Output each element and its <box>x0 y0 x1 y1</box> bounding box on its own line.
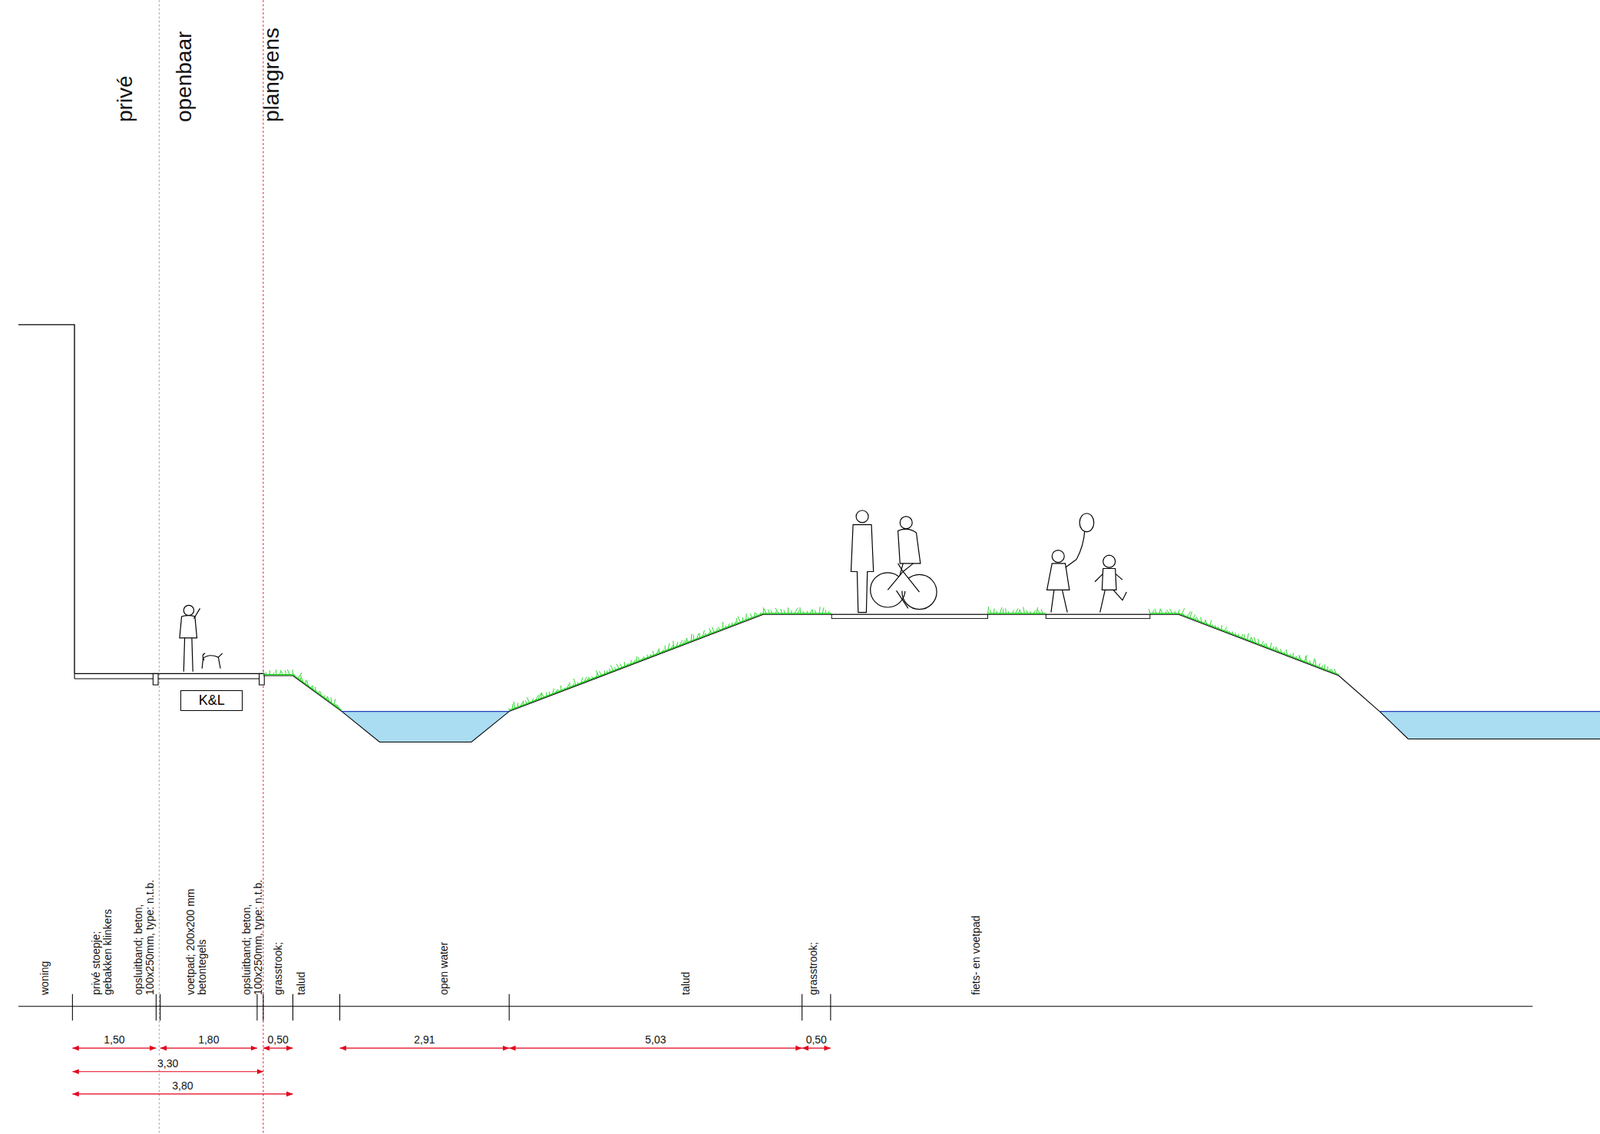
dike-profile <box>292 614 1379 711</box>
box-label: K&L <box>198 692 225 709</box>
dimension-baseline <box>18 1005 1533 1007</box>
dimension-line <box>340 1047 510 1049</box>
dimension-value: 0,50 <box>266 1033 291 1046</box>
water-surface <box>341 710 510 712</box>
profile-part-label: grasstrook; <box>807 841 820 996</box>
dimension-line <box>509 1047 802 1049</box>
dimension-tick <box>155 994 157 1022</box>
curb <box>152 673 159 685</box>
dimension-line <box>160 1047 258 1049</box>
path-paving <box>1045 614 1151 619</box>
sidewalk <box>74 673 264 679</box>
house-wall <box>18 324 75 675</box>
grass-line <box>263 613 1339 711</box>
dimension-value: 0,50 <box>804 1033 829 1046</box>
dimension-ticks <box>72 994 831 1022</box>
profile-part-label: voetpad; 200x200 mm betontegels <box>185 864 208 996</box>
zone-label: privé <box>113 0 136 123</box>
dimension-line <box>72 1071 264 1072</box>
dimension-value: 5,03 <box>643 1033 668 1046</box>
profile-part-label: opsluitband; beton, 100x250mm, type: n.t… <box>132 868 156 996</box>
dimension-tick <box>159 994 161 1022</box>
profile-part-label: privé stoepje; gebakken klinkers <box>90 895 113 996</box>
water-ditch <box>341 711 510 743</box>
dimension-tick <box>339 994 341 1022</box>
profile-part-label: open water <box>438 841 450 996</box>
dimension-value: 1,50 <box>102 1033 126 1046</box>
dimension-tick <box>256 994 258 1022</box>
dimension-value: 3,30 <box>155 1057 180 1070</box>
zone-label: plangrens <box>260 0 283 123</box>
dimension-lines <box>72 1047 831 1095</box>
boundary-line <box>158 0 160 1134</box>
dimension-tick <box>801 994 803 1022</box>
profile-part-label: woning <box>39 841 51 996</box>
dimension-line <box>72 1047 156 1049</box>
profile-part-label: opsluitband; beton, 100x250mm, type: n.t… <box>241 868 264 996</box>
profile-part-label: grasstrook; <box>272 841 285 996</box>
dimension-tick <box>262 994 264 1022</box>
dimension-tick <box>292 994 294 1022</box>
dimension-tick <box>509 994 510 1022</box>
dimension-value: 1,80 <box>196 1033 221 1046</box>
people-figures <box>179 510 1127 672</box>
dimension-value: 3,80 <box>170 1079 195 1092</box>
grass <box>263 606 1339 711</box>
zone-label: openbaar <box>172 0 196 123</box>
dimension-tick <box>829 994 831 1022</box>
water-canal <box>1379 711 1600 740</box>
dimension-value: 2,91 <box>412 1033 437 1046</box>
canal-bank <box>1379 711 1600 740</box>
profile-part-label: talud <box>295 841 308 996</box>
cable-duct-box: K&L <box>180 690 243 711</box>
dimension-line <box>802 1047 831 1049</box>
dimension-tick <box>72 994 73 1022</box>
path-paving <box>831 614 988 619</box>
dimension-line <box>72 1093 293 1095</box>
profile-part-label: fiets- en voetpad <box>970 841 982 996</box>
dimension-line <box>263 1047 294 1049</box>
profile-part-label: talud <box>680 841 692 996</box>
grass-strip <box>263 675 294 677</box>
grass-strokes <box>263 606 1336 711</box>
water-surface <box>1379 710 1600 712</box>
